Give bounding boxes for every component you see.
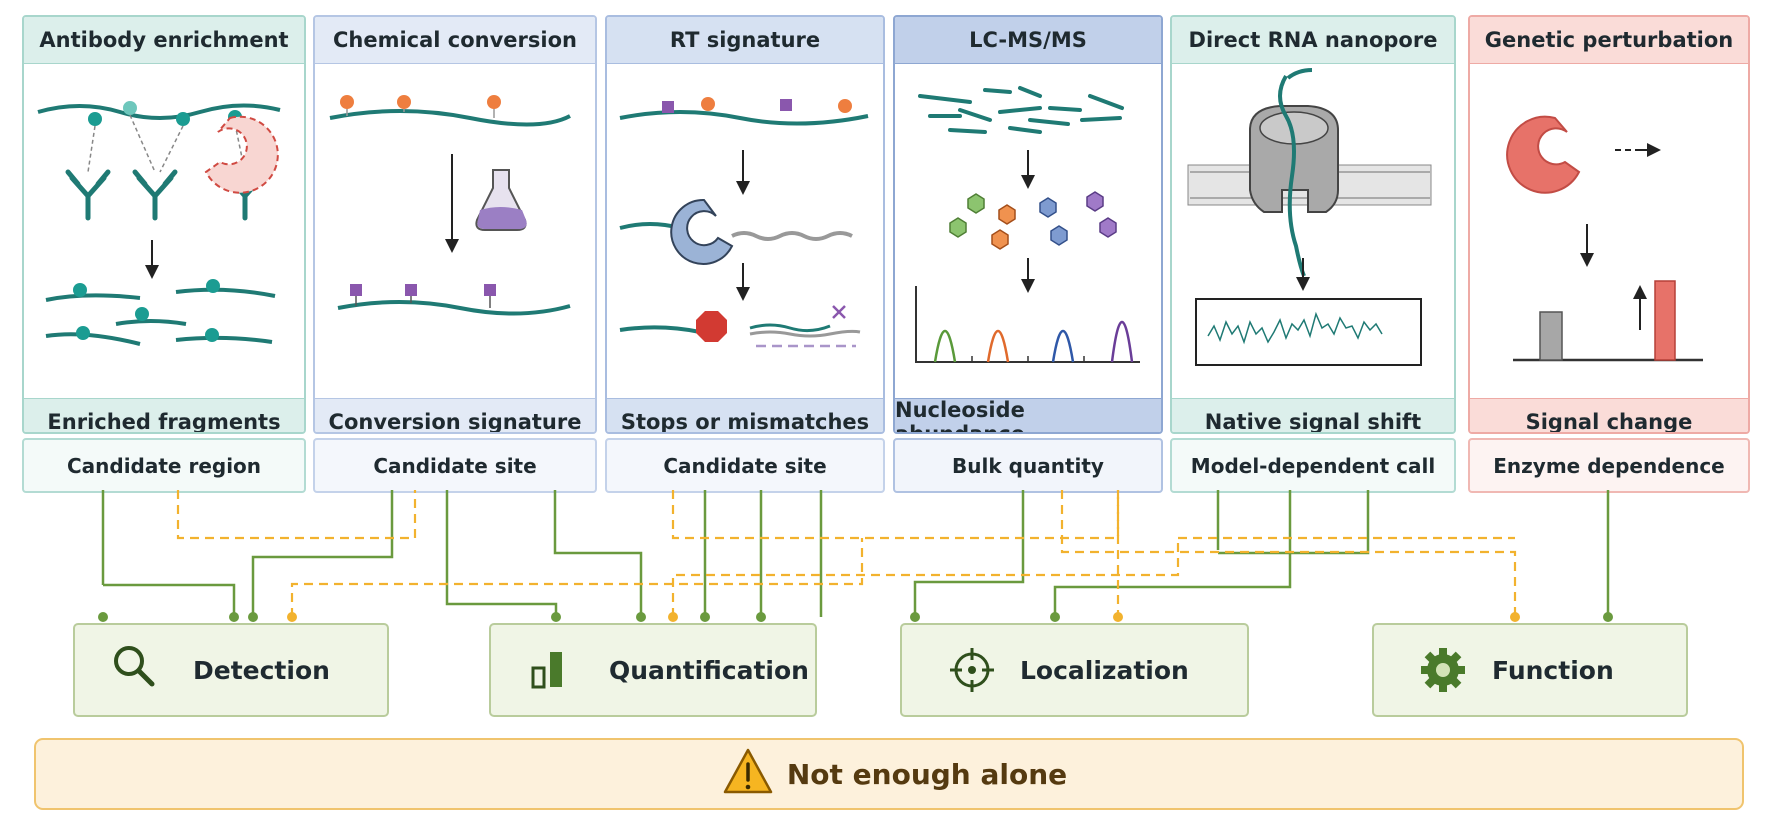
dashlink-lcms [1060,490,1517,617]
magnifier-glyph [114,646,155,687]
method-title: Direct RNA nanopore [1172,17,1454,64]
dashed-connectors [176,490,1517,617]
chemical-illustration [329,95,571,316]
category-label: Function [1492,655,1614,685]
bar-chart-glyph [531,652,562,689]
warning-banner: Not enough alone [34,738,1744,810]
link-chemical-detection [251,490,394,617]
dashlink-antibody [176,490,417,540]
method-title: LC-MS/MS [895,17,1161,64]
link-lcms-localization [913,490,1025,617]
antibody-illustration [37,101,281,346]
solid-connectors [101,490,1610,617]
crosshair-glyph [950,648,994,692]
category-label: Localization [1020,655,1189,685]
lcms-illustration [915,86,1140,363]
connector-dots [98,612,1613,622]
category-label: Detection [193,655,330,685]
method-title: RT signature [607,17,883,64]
link-chemical-quantification [445,490,558,617]
method-panel-chemical: Chemical conversion Conversion signature [313,15,597,434]
method-title: Genetic perturbation [1470,17,1748,64]
category-detection: Detection [73,623,389,717]
method-title: Antibody enrichment [24,17,304,64]
warning-label: Not enough alone [786,757,1068,791]
gear-glyph [1421,648,1465,692]
method-signal: Native signal shift [1172,398,1454,432]
method-title: Chemical conversion [315,17,595,64]
method-signal: Stops or mismatches [607,398,883,432]
method-panel-genetic: Genetic perturbation Signal change [1468,15,1750,434]
method-signal: Nucleoside abundance [895,398,1161,432]
method-panel-lcms: LC-MS/MS Nucleoside abundance [893,15,1163,434]
category-icons [114,646,1465,794]
genetic-illustration [204,115,1703,362]
rt-illustration [619,97,869,348]
method-panel-antibody: Antibody enrichment Enriched fragments [22,15,306,434]
link-nanopore-localization-2 [1218,490,1370,555]
link-chemical-quantification-2 [553,490,643,617]
category-quantification: Quantification [489,623,817,717]
warning-glyph [723,748,773,794]
output-box-antibody: Candidate region [22,438,306,493]
method-signal: Enriched fragments [24,398,304,432]
nanopore-illustration [1187,68,1432,366]
link-antibody-detection-2 [103,583,236,617]
method-signal: Signal change [1470,398,1748,432]
method-signal: Conversion signature [315,398,595,432]
dashlink-detection [290,538,864,617]
dashlink-quantification [671,538,1180,617]
category-label: Quantification [609,655,809,685]
dashlink-rt [671,490,1120,540]
output-box-nanopore: Model-dependent call [1170,438,1456,493]
output-box-rt: Candidate site [605,438,885,493]
output-box-chemical: Candidate site [313,438,597,493]
output-box-genetic: Enzyme dependence [1468,438,1750,493]
output-box-lcms: Bulk quantity [893,438,1163,493]
